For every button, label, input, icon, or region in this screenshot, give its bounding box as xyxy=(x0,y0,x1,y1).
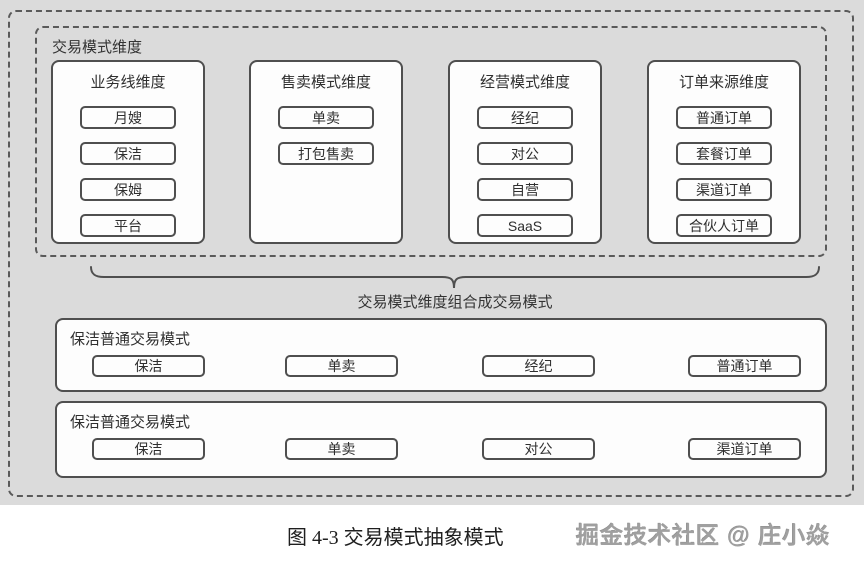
trade-mode-item: 对公 xyxy=(482,438,595,460)
dimension-item: 打包售卖 xyxy=(278,142,374,165)
dimension-item: 套餐订单 xyxy=(676,142,772,165)
dimension-item: SaaS xyxy=(477,214,573,237)
watermark-text: 掘金技术社区 @ 庄小焱 xyxy=(576,522,831,548)
dimension-item: 普通订单 xyxy=(676,106,772,129)
figure-caption: 图 4-3 交易模式抽象模式 xyxy=(287,527,504,549)
dimension-item: 渠道订单 xyxy=(676,178,772,201)
dimension-column-order-source: 订单来源维度 普通订单 套餐订单 渠道订单 合伙人订单 xyxy=(647,60,801,244)
trade-mode-row: 保洁普通交易模式 保洁 单卖 对公 渠道订单 xyxy=(55,401,827,478)
dimension-item: 经纪 xyxy=(477,106,573,129)
dimension-item: 对公 xyxy=(477,142,573,165)
dimension-item: 合伙人订单 xyxy=(676,214,772,237)
combine-label: 交易模式维度组合成交易模式 xyxy=(357,294,553,311)
trade-mode-item: 单卖 xyxy=(285,438,398,460)
dimension-column-business-line: 业务线维度 月嫂 保洁 保姆 平台 xyxy=(51,60,205,244)
trade-mode-row: 保洁普通交易模式 保洁 单卖 经纪 普通订单 xyxy=(55,318,827,392)
dimension-item: 保姆 xyxy=(80,178,176,201)
column-title: 经营模式维度 xyxy=(479,74,570,91)
dimension-item: 月嫂 xyxy=(80,106,176,129)
column-title: 订单来源维度 xyxy=(678,74,769,91)
trade-mode-item: 渠道订单 xyxy=(688,438,801,460)
trade-mode-row-title: 保洁普通交易模式 xyxy=(70,414,191,431)
dimension-column-selling-mode: 售卖模式维度 单卖 打包售卖 xyxy=(249,60,403,244)
column-title: 售卖模式维度 xyxy=(280,74,371,91)
dimension-item: 单卖 xyxy=(278,106,374,129)
dimension-item: 自营 xyxy=(477,178,573,201)
outer-dashed-frame xyxy=(8,10,854,497)
trade-mode-item: 普通订单 xyxy=(688,355,801,377)
underbrace-connector xyxy=(90,266,820,289)
trade-mode-row-title: 保洁普通交易模式 xyxy=(70,331,191,348)
dimension-item: 保洁 xyxy=(80,142,176,165)
dimension-column-operating-mode: 经营模式维度 经纪 对公 自营 SaaS xyxy=(448,60,602,244)
trade-mode-item: 保洁 xyxy=(92,438,205,460)
trade-mode-item: 经纪 xyxy=(482,355,595,377)
group-label: 交易模式维度 xyxy=(52,39,143,56)
trade-mode-item: 保洁 xyxy=(92,355,205,377)
trade-mode-dimensions-group: 交易模式维度 xyxy=(35,26,827,257)
dimension-item: 平台 xyxy=(80,214,176,237)
column-title: 业务线维度 xyxy=(90,74,166,91)
trade-mode-item: 单卖 xyxy=(285,355,398,377)
